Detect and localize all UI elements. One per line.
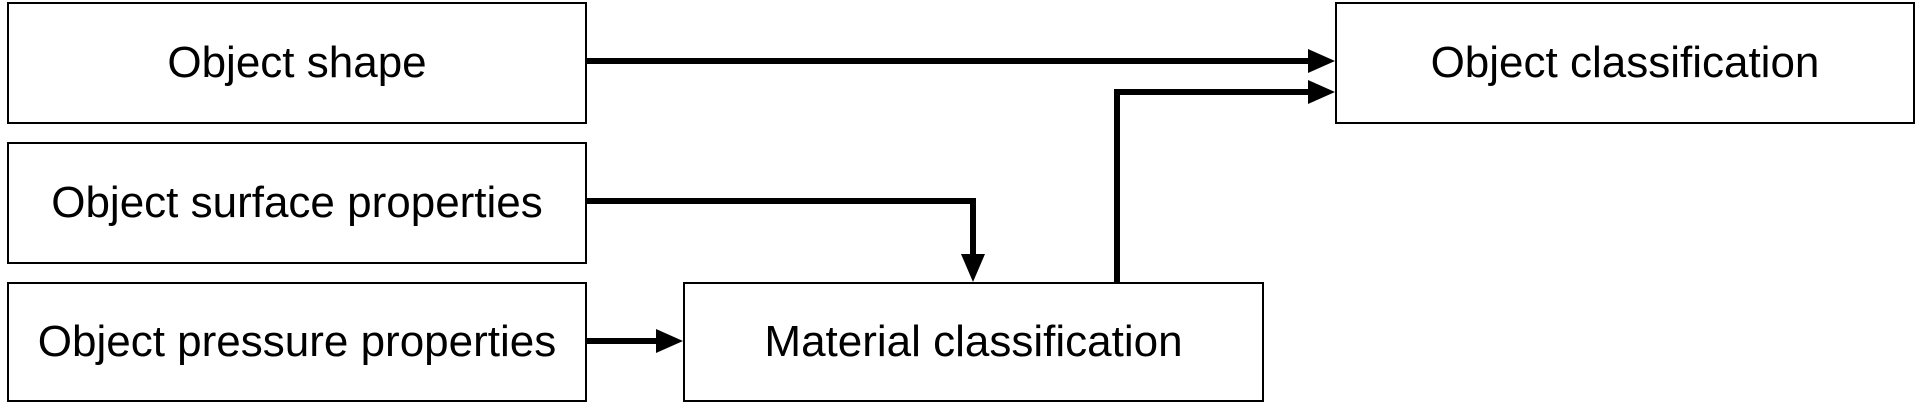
material-classification-label: Material classification (764, 317, 1183, 366)
object-pressure-properties-box: Object pressure properties (7, 282, 587, 402)
arrow-surface-to-material-classification (587, 198, 976, 254)
material-classification-box: Material classification (683, 282, 1264, 402)
arrowhead-shape (1308, 49, 1335, 73)
object-classification-label: Object classification (1430, 38, 1820, 87)
arrow-material-to-object-classification (1114, 89, 1308, 282)
object-surface-properties-box: Object surface properties (7, 142, 587, 264)
object-classification-box: Object classification (1335, 2, 1915, 124)
object-shape-box: Object shape (7, 2, 587, 124)
object-pressure-properties-label: Object pressure properties (37, 317, 557, 366)
arrowhead-pressure (656, 329, 683, 353)
arrowhead-surface (961, 254, 985, 282)
arrowhead-material (1308, 80, 1335, 104)
object-surface-properties-label: Object surface properties (51, 178, 543, 227)
object-shape-label: Object shape (167, 38, 427, 87)
